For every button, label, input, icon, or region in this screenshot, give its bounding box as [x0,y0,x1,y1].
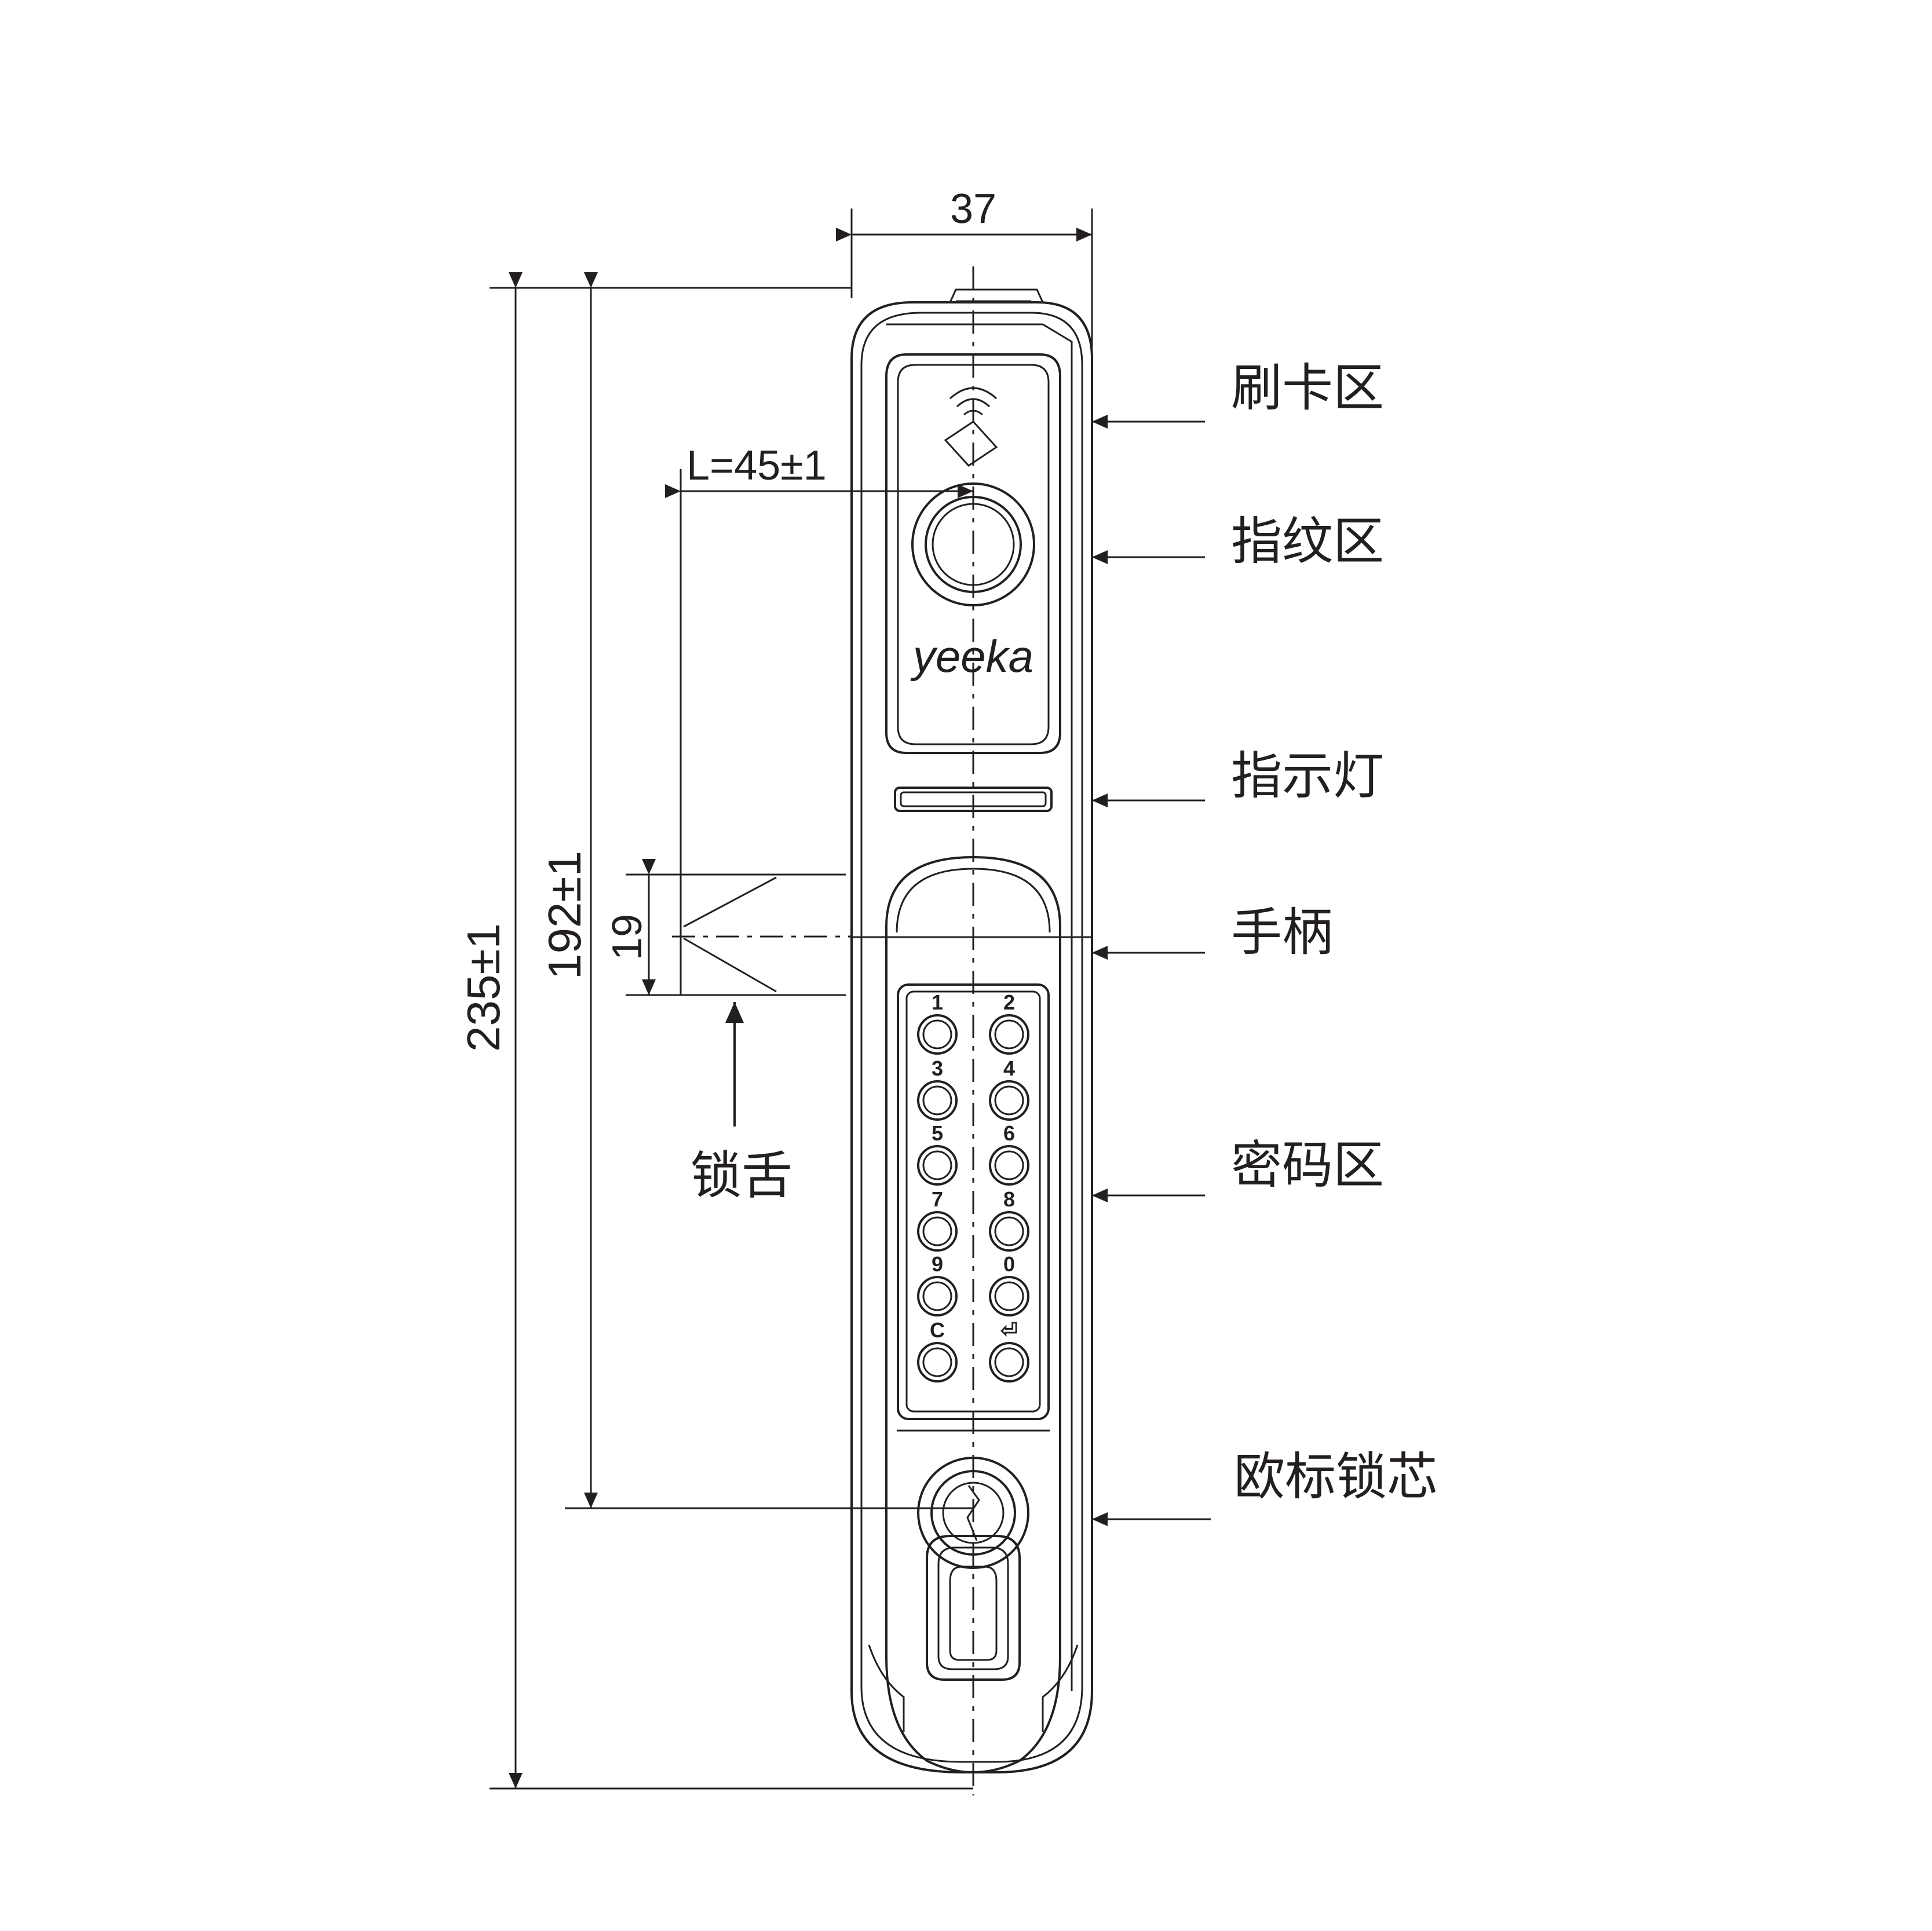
key-5-label: 5 [932,1121,943,1145]
key-5[interactable]: 5 [917,1121,958,1186]
callout-arrows [852,415,1211,1526]
lever-offset-label: L=45±1 [686,442,827,489]
key-2-label: 2 [1003,990,1015,1014]
password-zone-label: 密码区 [1231,1135,1384,1195]
total-height-dimension [490,272,973,1790]
euro-cylinder-label: 欧标锁芯 [1234,1447,1438,1506]
top-panel [885,353,1061,754]
key-clear[interactable]: C [917,1318,958,1383]
total-height-label: 235±1 [458,923,509,1052]
key-7-label: 7 [932,1187,943,1211]
width-label: 37 [950,186,996,232]
key-7[interactable]: 7 [917,1187,958,1252]
key-3[interactable]: 3 [917,1056,958,1121]
keypad: 1 2 3 4 5 6 7 8 [917,990,1029,1383]
width-dimension [836,209,1093,348]
latch-bolt-label: 锁舌 [691,1146,792,1205]
brand-logo: yeeka [910,631,1033,682]
nfc-card-icon [944,387,998,467]
key-0-label: 0 [1003,1252,1015,1276]
lever-offset-dimension [665,469,973,988]
key-1[interactable]: 1 [917,990,958,1055]
spindle-cylinder-dimension [565,272,973,1509]
key-1-label: 1 [932,990,943,1014]
key-enter-label: ⏎ [1000,1318,1018,1342]
fingerprint-zone-label: 指纹区 [1231,511,1384,571]
latch-height-dimension [626,859,681,996]
key-clear-label: C [930,1318,945,1342]
key-4-label: 4 [1003,1056,1015,1080]
card-zone-label: 刷卡区 [1231,358,1384,418]
indicator-light-label: 指示灯 [1231,746,1384,806]
key-6-label: 6 [1003,1121,1015,1145]
key-3-label: 3 [932,1056,943,1080]
key-8[interactable]: 8 [989,1187,1029,1252]
key-9[interactable]: 9 [917,1252,958,1316]
handle-label: 手柄 [1231,902,1333,962]
key-6[interactable]: 6 [989,1121,1029,1186]
key-4[interactable]: 4 [989,1056,1029,1121]
key-0[interactable]: 0 [989,1252,1029,1316]
spindle-cylinder-label: 192±1 [539,851,590,979]
key-2[interactable]: 2 [989,990,1029,1055]
key-9-label: 9 [932,1252,943,1276]
key-8-label: 8 [1003,1187,1015,1211]
latch-bolt [672,873,852,996]
latch-height-label: 19 [604,914,651,960]
key-enter[interactable]: ⏎ [989,1318,1029,1383]
lock-body [850,288,1093,1773]
